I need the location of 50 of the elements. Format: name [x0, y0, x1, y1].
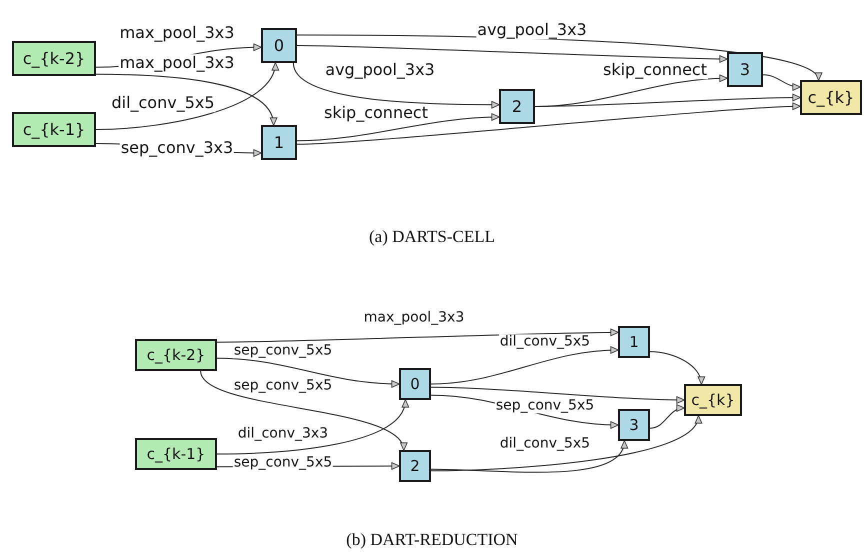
operation-node-box: 3 [727, 52, 763, 87]
arrow [200, 370, 405, 451]
edge-label: sep_conv_5x5 [232, 455, 334, 471]
arrow [430, 440, 626, 473]
edge-label: dil_conv_5x5 [498, 436, 592, 452]
operation-node-box: 1 [618, 326, 650, 358]
arrow [296, 113, 500, 142]
edge-label: avg_pool_3x3 [476, 21, 588, 39]
edge-label: sep_conv_3x3 [120, 139, 234, 157]
operation-node-box: 2 [499, 89, 535, 124]
arrow [216, 358, 400, 388]
input-node-box: c_{k-2} [135, 339, 217, 371]
arrow [296, 102, 801, 145]
arrow [534, 94, 801, 107]
arrow [650, 351, 704, 385]
figure-caption: (b) DART-REDUCTION [346, 530, 518, 550]
arrow [96, 62, 278, 130]
arrow [650, 405, 685, 429]
operation-node-box: 3 [618, 409, 650, 441]
operation-node-box: 1 [261, 125, 297, 160]
edge-label: dil_conv_5x5 [110, 94, 216, 112]
output-node-box: c_{k} [684, 384, 742, 416]
arrow [430, 346, 619, 384]
arrow [292, 62, 500, 108]
edge-label: skip_connect [602, 61, 708, 79]
operation-node-box: 2 [399, 450, 431, 482]
edge-label: sep_conv_5x5 [232, 378, 334, 394]
arrow [96, 74, 276, 126]
input-node-box: c_{k-1} [135, 438, 217, 470]
edge-label: sep_conv_5x5 [232, 343, 334, 359]
edge-label: avg_pool_3x3 [324, 61, 436, 79]
edge-label: dil_conv_3x3 [236, 426, 330, 442]
input-node-box: c_{k-2} [12, 41, 96, 76]
edge-label: max_pool_3x3 [118, 24, 236, 42]
figure-caption: (a) DARTS-CELL [369, 227, 495, 247]
edge-label: max_pool_3x3 [362, 310, 466, 326]
arrow [216, 399, 408, 454]
operation-node-box: 0 [399, 368, 431, 400]
arrow [762, 74, 801, 90]
output-node-box: c_{k} [800, 80, 862, 115]
input-node-box: c_{k-1} [12, 112, 96, 147]
edge-label: max_pool_3x3 [118, 54, 236, 72]
arrow [430, 415, 700, 472]
edge-label: skip_connect [323, 104, 429, 122]
arrow [216, 328, 619, 343]
arrow [430, 386, 685, 404]
edge-label: dil_conv_5x5 [498, 334, 592, 350]
edge-label: sep_conv_5x5 [494, 398, 596, 414]
arrow [296, 45, 728, 63]
operation-node-box: 0 [261, 28, 297, 63]
